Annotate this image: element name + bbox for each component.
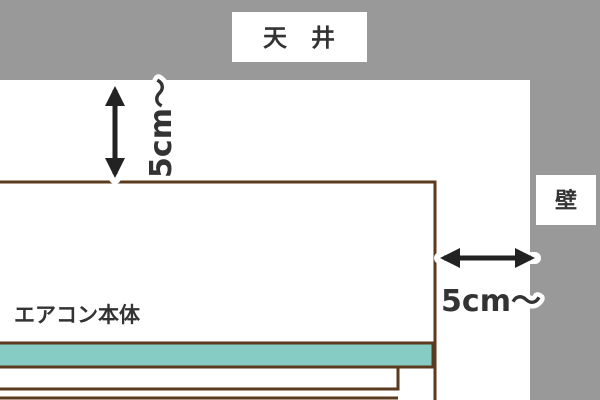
aircon-louver (0, 365, 400, 391)
side-clearance-label: 5cm〜 (441, 284, 541, 319)
ceiling-label: 天 井 (263, 24, 335, 52)
ceiling-label-box (232, 12, 367, 62)
wall-label: 壁 (555, 188, 577, 214)
aircon-filter-strip (0, 341, 435, 369)
top-clearance-label: 5cm〜 (144, 78, 179, 178)
aircon-unit-label: エアコン本体 (14, 303, 141, 327)
wall-label-box (536, 175, 596, 225)
